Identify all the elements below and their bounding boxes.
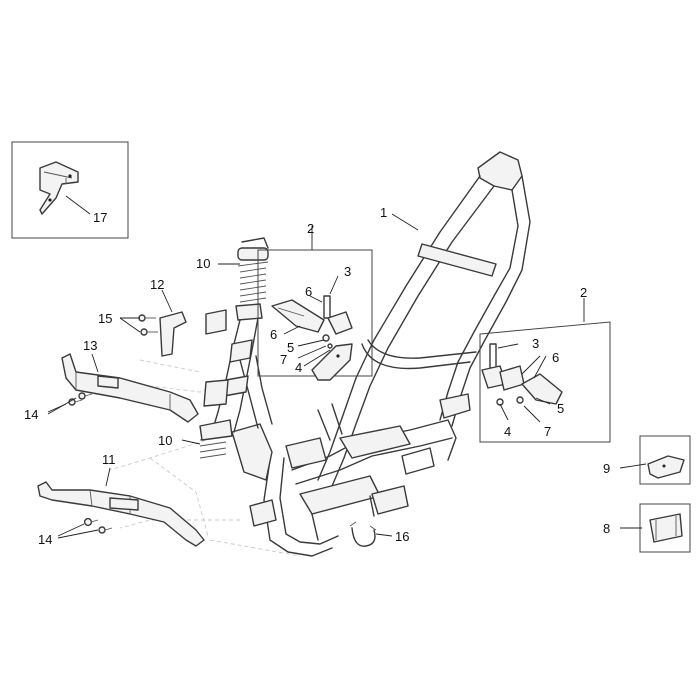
bolts-15 (138, 314, 158, 336)
callout-5-right: 5 (557, 401, 564, 416)
callout-9: 9 (603, 461, 610, 476)
callout-1: 1 (380, 205, 387, 220)
callout-14-upper: 14 (24, 407, 38, 422)
callout-2-right: 2 (580, 285, 587, 300)
callout-3-right: 3 (532, 336, 539, 351)
callout-10-bottom: 10 (158, 433, 172, 448)
inset-box-9 (639, 435, 691, 485)
callout-11: 11 (102, 452, 116, 467)
callout-16: 16 (395, 529, 409, 544)
bolts-14-lower (83, 517, 113, 534)
callout-8: 8 (603, 521, 610, 536)
callout-14-lower: 14 (38, 532, 52, 547)
main-frame (231, 151, 531, 557)
footpeg-group-right (479, 321, 611, 443)
inset-box-8 (639, 503, 691, 553)
callout-6-left-top: 6 (305, 284, 312, 299)
callout-labels: 1 2 2 3 3 4 4 5 5 6 6 6 7 7 8 9 10 10 11… (24, 205, 610, 547)
callout-2-left: 2 (307, 221, 314, 236)
hidden-outline-lines (99, 359, 301, 557)
leader-lines (47, 195, 647, 539)
callout-6-left-mid: 6 (270, 327, 277, 342)
callout-4-right: 4 (504, 424, 511, 439)
footpeg-group-left (257, 249, 373, 381)
bolts-14-upper (68, 392, 93, 406)
callout-13: 13 (83, 338, 97, 353)
callout-4-left: 4 (295, 360, 302, 375)
callout-17: 17 (93, 210, 107, 225)
callout-3-left: 3 (344, 264, 351, 279)
callout-7-right: 7 (544, 424, 551, 439)
callout-12: 12 (150, 277, 164, 292)
callout-6-right: 6 (552, 350, 559, 365)
callout-10-top: 10 (196, 256, 210, 271)
steering-column-assembly (159, 237, 269, 459)
bottom-rail-11 (37, 481, 205, 547)
callout-5-left: 5 (287, 340, 294, 355)
callout-7-left: 7 (280, 352, 287, 367)
callout-15: 15 (98, 311, 112, 326)
inset-box-17 (11, 141, 129, 239)
side-rail-13 (61, 353, 199, 423)
clip-16 (349, 521, 377, 547)
